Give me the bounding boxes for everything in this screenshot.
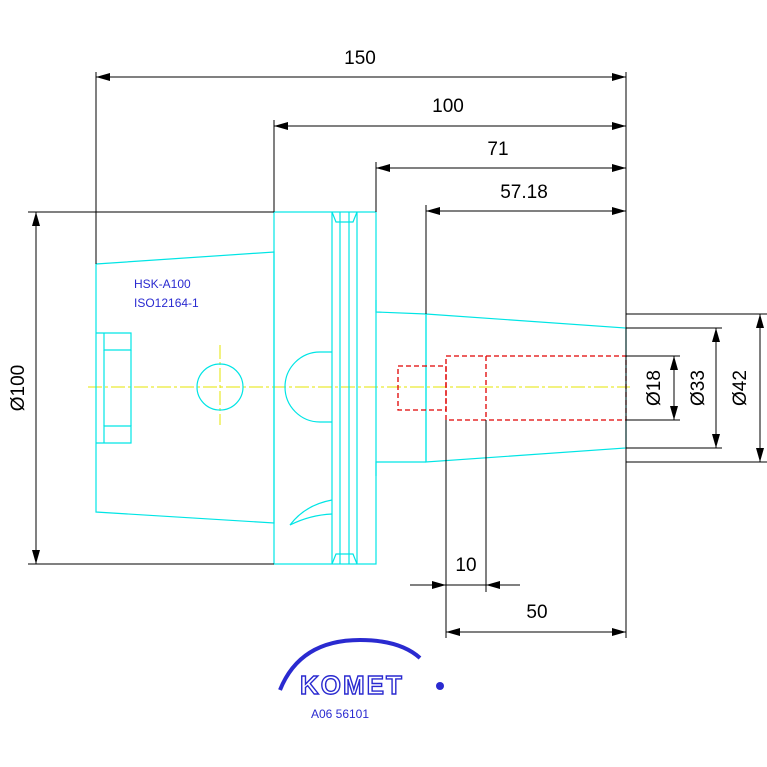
dim-dia-18: Ø18: [644, 370, 665, 406]
brand-logo: KOMET: [278, 637, 444, 701]
tool-holder-outline: [95, 211, 627, 565]
logo-text: KOMET: [300, 670, 404, 700]
dim-length-71: 71: [487, 139, 508, 160]
dim-length-50: 50: [526, 602, 547, 623]
dim-dia-33: Ø33: [688, 370, 709, 406]
logo-arc: [278, 637, 422, 691]
part-number: A06 56101: [311, 707, 369, 721]
dim-length-57: 57.18: [500, 182, 548, 203]
standard-note-line1: HSK-A100: [134, 277, 191, 291]
dim-dia-42: Ø42: [730, 370, 751, 406]
dim-overall-length: 150: [344, 48, 376, 69]
logo-dot: [436, 682, 444, 690]
arrowheads: [32, 73, 764, 636]
dimension-lines: [28, 72, 767, 638]
dim-length-100: 100: [432, 96, 464, 117]
dim-depth-10: 10: [455, 555, 476, 576]
dim-dia-100: Ø100: [8, 365, 29, 411]
standard-note-line2: ISO12164-1: [134, 296, 199, 310]
bore-hidden-lines: [397, 355, 627, 421]
